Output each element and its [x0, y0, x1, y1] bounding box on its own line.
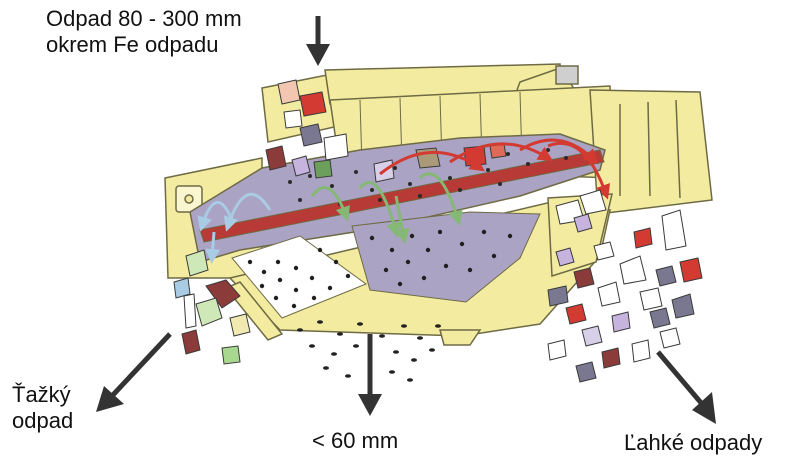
light-waste-label: Ľahké odpady	[624, 430, 762, 456]
heavy-waste-label: Ťažký odpad	[12, 382, 73, 434]
input-label: Odpad 80 - 300 mm okrem Fe odpadu	[46, 6, 242, 58]
fines-output-arrow	[358, 334, 382, 416]
heavy-output-arrow	[96, 334, 170, 412]
light-output-arrow	[658, 352, 716, 424]
fines-label: < 60 mm	[312, 428, 398, 454]
input-arrow	[306, 16, 330, 66]
